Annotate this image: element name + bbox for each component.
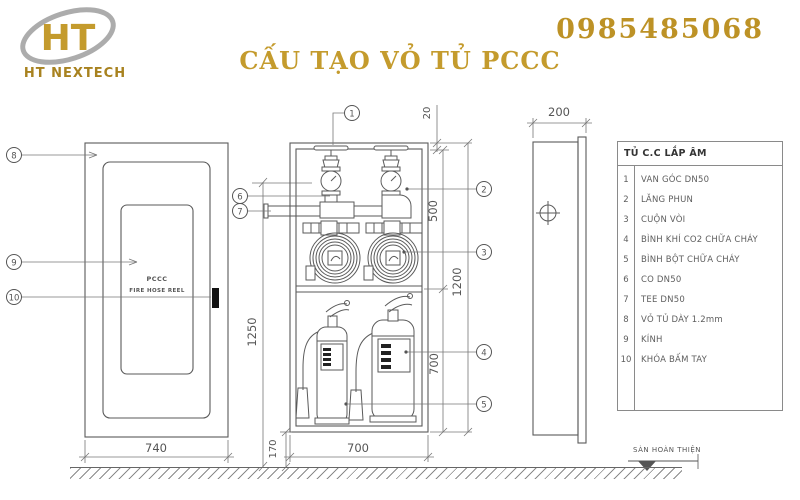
part-name: BÌNH KHÍ CO2 CHỮA CHÁY bbox=[641, 235, 758, 245]
part-name: TEE DN50 bbox=[641, 295, 685, 305]
parts-table: TỦ C.C LẮP ÂM 1 VAN GÓC DN50 2 LĂNG PHUN… bbox=[617, 141, 783, 411]
nozzle-cone bbox=[348, 389, 364, 421]
fire-extinguisher-co2 bbox=[295, 300, 350, 425]
tee-fitting bbox=[319, 201, 355, 219]
dim-500-label: 500 bbox=[426, 200, 440, 222]
glass-panel bbox=[120, 204, 194, 375]
table-row: 3 CUỘN VÒI bbox=[618, 210, 782, 230]
logo-company-name: HT NEXTECH bbox=[23, 66, 127, 81]
table-row: 9 KÍNH bbox=[618, 330, 782, 350]
callout-leader-dots bbox=[344, 187, 409, 406]
part-number: 3 bbox=[623, 215, 629, 225]
callout-7: 7 bbox=[237, 208, 242, 218]
side-view bbox=[532, 136, 587, 444]
hose-reel-left bbox=[305, 232, 361, 284]
part-name: KÍNH bbox=[641, 335, 663, 345]
dim-740-label: 740 bbox=[145, 441, 167, 455]
callout-4: 4 bbox=[481, 349, 486, 359]
dim-1200-label: 1200 bbox=[450, 267, 464, 296]
part-name: VAN GÓC DN50 bbox=[641, 175, 710, 185]
floor-label: SÀN HOÀN THIỆN bbox=[633, 446, 701, 454]
callout-8: 8 bbox=[11, 152, 16, 162]
part-number: 7 bbox=[623, 295, 629, 305]
discharge-horn bbox=[295, 387, 310, 419]
part-name: BÌNH BỘT CHỮA CHÁY bbox=[641, 255, 740, 265]
part-number: 6 bbox=[623, 275, 629, 285]
door-handle bbox=[212, 288, 219, 308]
angle-valve-right bbox=[373, 145, 412, 219]
part-number: 1 bbox=[623, 175, 629, 185]
callout-1: 1 bbox=[349, 110, 354, 120]
dim-200 bbox=[527, 118, 592, 138]
dim-700h bbox=[284, 435, 434, 462]
part-name: KHÓA BẤM TAY bbox=[641, 355, 707, 365]
finished-floor bbox=[70, 467, 682, 479]
callout-9: 9 bbox=[11, 259, 16, 269]
hose-couplings bbox=[302, 220, 423, 236]
cabinet-outline bbox=[84, 142, 229, 438]
hose-reel-right bbox=[363, 232, 419, 284]
label-plate bbox=[320, 343, 344, 371]
table-row: 6 CO DN50 bbox=[618, 270, 782, 290]
supply-pipe bbox=[263, 203, 320, 219]
page-title: CẤU TẠO VỎ TỦ PCCC bbox=[239, 46, 561, 75]
part-name: LĂNG PHUN bbox=[641, 195, 694, 205]
phone-number: 0985485068 bbox=[556, 14, 764, 45]
table-row: 4 BÌNH KHÍ CO2 CHỮA CHÁY bbox=[618, 230, 782, 250]
parts-table-title: TỦ C.C LẮP ÂM bbox=[618, 142, 782, 166]
table-row: 8 VỎ TỦ DÀY 1.2mm bbox=[618, 310, 782, 330]
elbow-fitting bbox=[381, 194, 412, 219]
fire-extinguisher-powder bbox=[348, 293, 417, 423]
crosshair-icon bbox=[536, 201, 560, 225]
table-column-divider bbox=[634, 166, 635, 411]
logo-swoosh-icon: HT bbox=[20, 7, 116, 65]
door-text-pccc: PCCC bbox=[146, 275, 167, 283]
dim-1250-label: 1250 bbox=[245, 317, 259, 346]
callout-bubbles bbox=[6, 105, 492, 412]
table-row: 1 VAN GÓC DN50 bbox=[618, 170, 782, 190]
part-number: 8 bbox=[623, 315, 629, 325]
callout-leaders bbox=[22, 112, 476, 405]
callout-5: 5 bbox=[481, 401, 486, 411]
link-pipe bbox=[354, 205, 382, 217]
logo-monogram: HT bbox=[41, 18, 96, 59]
dim-20-label: 20 bbox=[422, 107, 433, 120]
callout-2: 2 bbox=[481, 186, 486, 196]
part-number: 5 bbox=[623, 255, 629, 265]
angle-valve-left bbox=[313, 145, 355, 219]
part-number: 10 bbox=[620, 355, 632, 365]
table-row: 2 LĂNG PHUN bbox=[618, 190, 782, 210]
callout-3: 3 bbox=[481, 249, 486, 259]
dim-700h-label: 700 bbox=[347, 441, 369, 455]
callout-6: 6 bbox=[237, 193, 242, 203]
dim-700v-label: 700 bbox=[427, 353, 441, 375]
dim-740 bbox=[79, 440, 234, 463]
parts-table-body: 1 VAN GÓC DN50 2 LĂNG PHUN 3 CUỘN VÒI 4 … bbox=[618, 166, 782, 411]
part-name: CUỘN VÒI bbox=[641, 215, 686, 225]
door-frame bbox=[102, 161, 211, 419]
section-dims bbox=[424, 105, 473, 437]
dim-170-label: 170 bbox=[268, 439, 279, 458]
part-number: 9 bbox=[623, 335, 629, 345]
level-marker-icon bbox=[628, 454, 699, 471]
dim-200-label: 200 bbox=[548, 105, 570, 119]
part-number: 4 bbox=[623, 235, 629, 245]
front-view bbox=[84, 142, 229, 438]
callout-10: 10 bbox=[9, 294, 20, 304]
part-name: VỎ TỦ DÀY 1.2mm bbox=[641, 315, 723, 325]
table-row: 10 KHÓA BẤM TAY bbox=[618, 350, 782, 370]
table-row: 5 BÌNH BỘT CHỮA CHÁY bbox=[618, 250, 782, 270]
door-text-reel: FIRE HOSE REEL bbox=[129, 288, 185, 294]
section-view-cabinet bbox=[289, 142, 429, 433]
table-row: 7 TEE DN50 bbox=[618, 290, 782, 310]
dim-1250 bbox=[252, 177, 312, 472]
part-name: CO DN50 bbox=[641, 275, 682, 285]
part-number: 2 bbox=[623, 195, 629, 205]
company-logo: HT HT NEXTECH bbox=[10, 4, 140, 86]
callout-numbers: 1 2 3 4 5 6 7 8 9 10 bbox=[9, 110, 487, 411]
